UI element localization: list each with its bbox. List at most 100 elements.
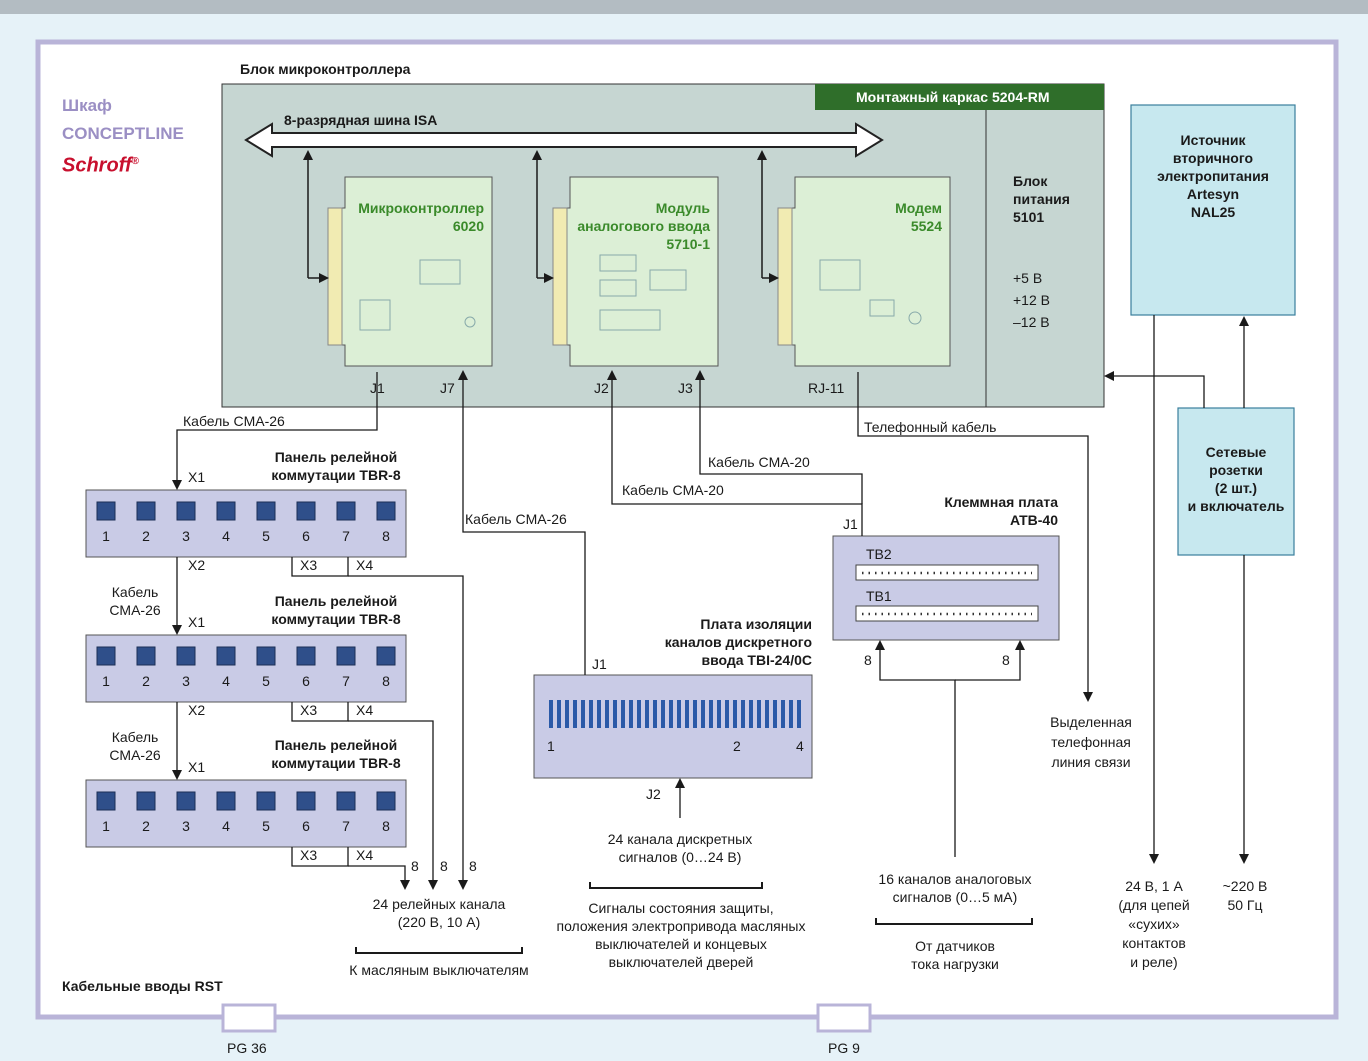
tbi-title-2: каналов дискретного [664, 634, 812, 650]
tbi-channel-bar [557, 700, 561, 728]
relay-channel-number: 1 [102, 673, 110, 689]
modem-label-2: 5524 [910, 218, 942, 234]
dc-out-4: контактов [1122, 935, 1186, 951]
relay-channel-number: 3 [182, 818, 190, 834]
tbi-channel-bar [717, 700, 721, 728]
tbi-channel-bar [597, 700, 601, 728]
analog-src-2: тока нагрузки [911, 956, 999, 972]
tbi-channel-bar [797, 700, 801, 728]
psu5101-label-3: 5101 [1013, 209, 1045, 225]
tbi-channel-bar [549, 700, 553, 728]
atb-8-left: 8 [864, 652, 872, 668]
gland-pg9 [816, 1003, 872, 1033]
cable-label-cma26-2: CMA-26 [109, 602, 161, 618]
relay3-x4: X4 [356, 847, 374, 863]
sockets-label-2: розетки [1209, 462, 1263, 478]
tbi-channel-bar [685, 700, 689, 728]
dc-out-1: 24 В, 1 А [1125, 878, 1183, 894]
atb-j1: J1 [843, 516, 858, 532]
tbi-channel-bar [709, 700, 713, 728]
relay2-title-2: коммутации TBR-8 [271, 611, 401, 627]
relay-led [136, 646, 156, 666]
relay-out-dest: К масляным выключателям [349, 962, 529, 978]
relay-led [136, 501, 156, 521]
atb-tb2: TB2 [866, 546, 892, 562]
relay-channel-number: 5 [262, 528, 270, 544]
relay-panel-2 [85, 634, 407, 703]
discrete-desc-2: положения электропривода масляных [556, 918, 806, 934]
cable-label-phone: Телефонный кабель [864, 419, 997, 435]
tbi-channel-bar [669, 700, 673, 728]
relay-channel-number: 5 [262, 818, 270, 834]
tbi-channel-bar [605, 700, 609, 728]
module-mcu-card [327, 176, 493, 367]
relay-led [296, 791, 316, 811]
psu-ext-label-4: Artesyn [1186, 186, 1240, 202]
tbi-channel-bar [589, 700, 593, 728]
conn-rj11: RJ-11 [808, 380, 845, 396]
tbi-channel-bar [677, 700, 681, 728]
relay-channel-number: 7 [342, 818, 350, 834]
psu5101-v3: –12 В [1013, 314, 1050, 330]
analog-src-1: От датчиков [915, 938, 995, 954]
gland-pg36 [221, 1003, 277, 1033]
tbi-channel-bar [701, 700, 705, 728]
relay-led [176, 791, 196, 811]
conn-j7: J7 [440, 380, 455, 396]
relay-channel-number: 4 [222, 818, 230, 834]
relay-channel-number: 8 [382, 818, 390, 834]
sockets-label-3: (2 шт.) [1214, 480, 1258, 496]
tbi-channel-bar [741, 700, 745, 728]
dc-out-2: (для цепей [1118, 897, 1190, 913]
frame-label-bg [815, 84, 1104, 110]
cable-label-cma26-3: CMA-26 [109, 747, 161, 763]
cabinet-title-1: Шкаф [62, 96, 112, 115]
relay1-x1: X1 [188, 469, 206, 485]
psu5101-v2: +12 В [1013, 292, 1050, 308]
relay1-x3: X3 [300, 557, 318, 573]
relay-channel-number: 8 [382, 673, 390, 689]
cable-entries-title: Кабельные вводы RST [62, 978, 223, 994]
cabinet-title-2: CONCEPTLINE [62, 124, 184, 143]
relay-channel-number: 2 [142, 673, 150, 689]
cable-label-cma26-1: Кабель CMA-26 [183, 413, 285, 429]
relay-led [216, 646, 236, 666]
adc-label-3: 5710-1 [666, 236, 710, 252]
relay-led [296, 646, 316, 666]
tbi-channel-bar [661, 700, 665, 728]
relay-channel-number: 3 [182, 673, 190, 689]
isa-bus-arrow [244, 122, 884, 158]
psu-ext-label-2: вторичного [1172, 150, 1254, 166]
cable-label-kabel-2: Кабель [111, 584, 159, 600]
relay-led [176, 646, 196, 666]
cable-label-cma26-j7: Кабель CMA-26 [465, 511, 567, 527]
relay-channel-number: 2 [142, 818, 150, 834]
relay-channel-number: 4 [222, 528, 230, 544]
sockets-label-4: и включатель [1187, 498, 1285, 514]
analog-label-1: 16 каналов аналоговых [878, 871, 1032, 887]
relay-out-8-c: 8 [469, 858, 477, 874]
adc-label-2: аналогового ввода [577, 218, 710, 234]
tbi-num-4: 4 [796, 738, 804, 754]
top-band [0, 0, 1368, 14]
relay-led [296, 501, 316, 521]
tbi-channel-bar [765, 700, 769, 728]
psu5101-v1: +5 В [1013, 270, 1043, 286]
relay2-x1: X1 [188, 614, 206, 630]
relay-led [96, 501, 116, 521]
relay-channel-number: 1 [102, 818, 110, 834]
dc-out-3: «сухих» [1128, 916, 1180, 932]
module-adc-card [552, 176, 719, 367]
relay-out-8-b: 8 [440, 858, 448, 874]
discrete-label-1: 24 канала дискретных [607, 831, 753, 847]
psu-ext-label-5: NAL25 [1190, 204, 1236, 220]
relay2-x2: X2 [188, 702, 206, 718]
cable-lines [172, 315, 1249, 890]
relay2-x4: X4 [356, 702, 374, 718]
relay-led [336, 501, 356, 521]
modem-label-1: Модем [895, 200, 942, 216]
phone-line-3: линия связи [1051, 754, 1131, 770]
tbi-channel-bar [693, 700, 697, 728]
relay-channel-number: 3 [182, 528, 190, 544]
